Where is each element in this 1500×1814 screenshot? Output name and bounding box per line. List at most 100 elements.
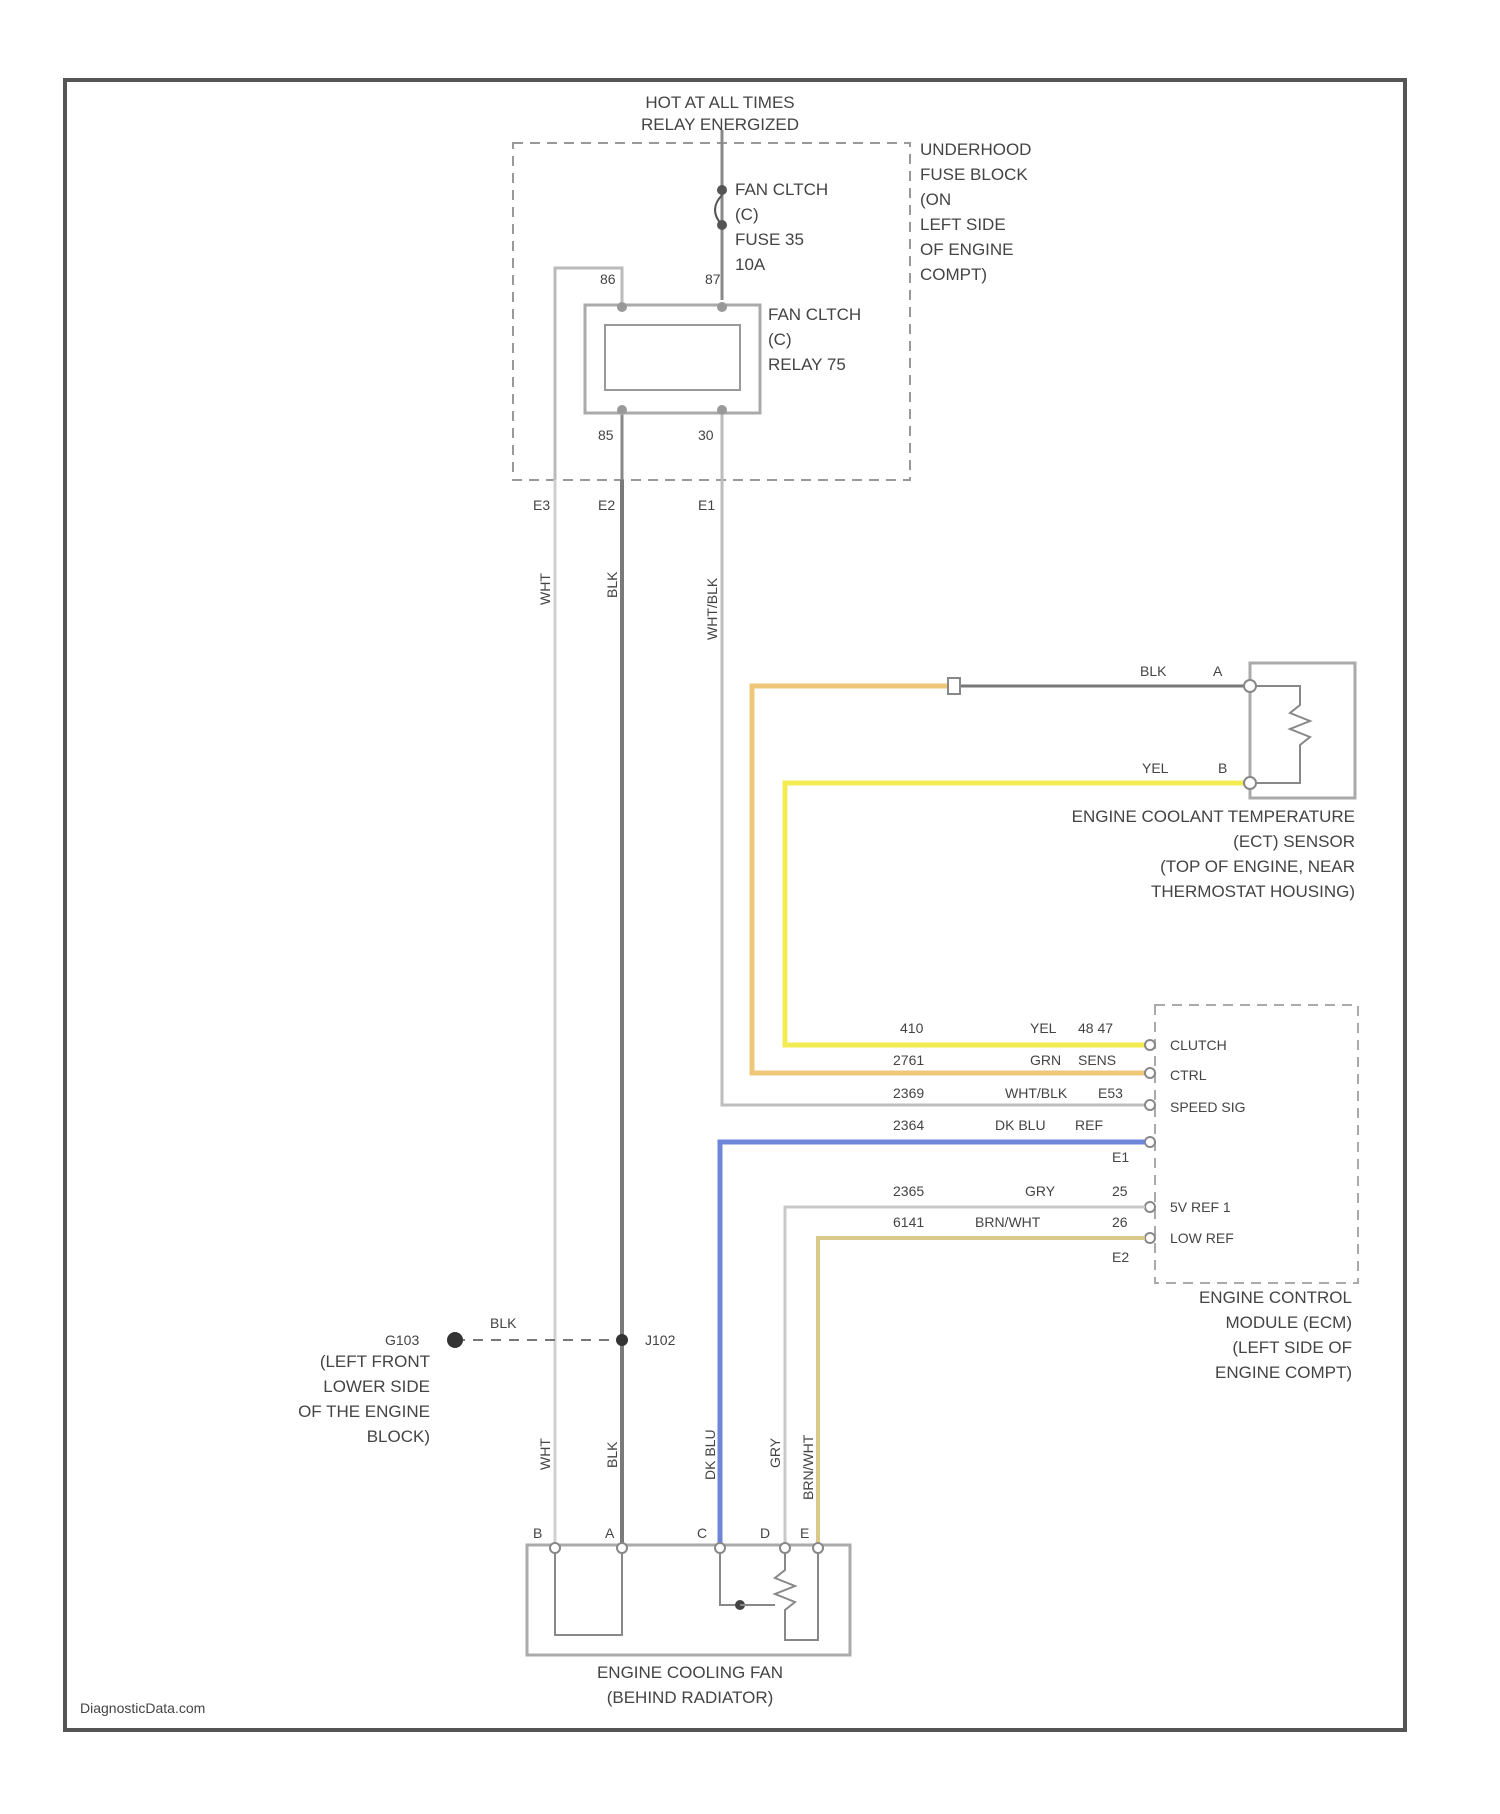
wire-label-dkblu-bottom: DK BLU [702, 1429, 718, 1480]
svg-text:FUSE 35: FUSE 35 [735, 230, 804, 249]
svg-text:RELAY 75: RELAY 75 [768, 355, 846, 374]
splice-id-right: J102 [645, 1332, 676, 1348]
svg-text:ENGINE COMPT): ENGINE COMPT) [1215, 1363, 1352, 1382]
ect-connector-inline [948, 678, 960, 694]
svg-text:LOWER SIDE: LOWER SIDE [323, 1377, 430, 1396]
svg-text:2761: 2761 [893, 1052, 924, 1068]
fan-motor-wiring [555, 1553, 622, 1635]
svg-text:CTRL: CTRL [1170, 1067, 1207, 1083]
svg-text:BRN/WHT: BRN/WHT [975, 1214, 1041, 1230]
ecm-conn-e1: E1 [1112, 1149, 1129, 1165]
svg-text:SENS: SENS [1078, 1052, 1116, 1068]
svg-text:(BEHIND RADIATOR): (BEHIND RADIATOR) [607, 1688, 774, 1707]
svg-text:MODULE (ECM): MODULE (ECM) [1225, 1313, 1352, 1332]
fan-sensor-icon [740, 1553, 818, 1640]
svg-text:GRN: GRN [1030, 1052, 1061, 1068]
fan-pin-e: E [800, 1525, 809, 1541]
wire-label-wht-bottom: WHT [537, 1438, 553, 1470]
svg-text:2365: 2365 [893, 1183, 924, 1199]
relay-label: FAN CLTCH (C) RELAY 75 [768, 305, 861, 374]
relay-pin-87: 87 [705, 271, 721, 287]
splice-j102 [616, 1334, 628, 1346]
svg-text:OF THE ENGINE: OF THE ENGINE [298, 1402, 430, 1421]
header-line-2: RELAY ENERGIZED [641, 115, 799, 134]
svg-text:2364: 2364 [893, 1117, 924, 1133]
svg-text:LOW REF: LOW REF [1170, 1230, 1234, 1246]
svg-text:FAN CLTCH: FAN CLTCH [768, 305, 861, 324]
svg-text:THERMOSTAT HOUSING): THERMOSTAT HOUSING) [1151, 882, 1355, 901]
wire-label-blk-top: BLK [604, 571, 620, 598]
fan-pin-a: A [605, 1525, 615, 1541]
svg-text:(LEFT SIDE OF: (LEFT SIDE OF [1232, 1338, 1352, 1357]
svg-text:26: 26 [1112, 1214, 1128, 1230]
ect-yel-label: YEL [1142, 760, 1169, 776]
ecm-row-lowref: 6141 BRN/WHT 26 LOW REF [893, 1214, 1234, 1246]
header-line-1: HOT AT ALL TIMES [645, 93, 794, 112]
wire-label-whtblk-top: WHT/BLK [704, 577, 720, 640]
svg-text:LEFT SIDE: LEFT SIDE [920, 215, 1006, 234]
ect-pin-b-dot [1244, 777, 1256, 789]
fuse-terminal-top [717, 185, 727, 195]
svg-text:UNDERHOOD: UNDERHOOD [920, 140, 1031, 159]
ect-sensor-label: ENGINE COOLANT TEMPERATURE (ECT) SENSOR … [1072, 807, 1355, 901]
ecm-row-5vref: 2365 GRY 25 5V REF 1 [893, 1183, 1231, 1215]
svg-text:2369: 2369 [893, 1085, 924, 1101]
svg-text:SPEED SIG: SPEED SIG [1170, 1099, 1245, 1115]
wire-label-gry-bottom: GRY [767, 1437, 783, 1468]
ecm-conn-e2: E2 [1112, 1249, 1129, 1265]
ecm-row-ctrl: 2761 GRN SENS CTRL [893, 1052, 1207, 1083]
ecm-row-speed: 2369 WHT/BLK E53 SPEED SIG [893, 1085, 1245, 1115]
ect-blk-label: BLK [1140, 663, 1167, 679]
cooling-fan-box [527, 1545, 850, 1655]
svg-text:(ECT) SENSOR: (ECT) SENSOR [1233, 832, 1355, 851]
svg-text:BLOCK): BLOCK) [367, 1427, 430, 1446]
ground-point-g103 [447, 1332, 463, 1348]
wire-orange-ctrl [752, 686, 1145, 1073]
svg-text:(TOP OF ENGINE, NEAR: (TOP OF ENGINE, NEAR [1160, 857, 1355, 876]
svg-text:(LEFT FRONT: (LEFT FRONT [320, 1352, 430, 1371]
relay-housing [585, 305, 760, 413]
connector-e3: E3 [533, 497, 550, 513]
svg-text:ENGINE CONTROL: ENGINE CONTROL [1199, 1288, 1352, 1307]
svg-text:FUSE BLOCK: FUSE BLOCK [920, 165, 1028, 184]
wire-gry [785, 1207, 1145, 1545]
relay-loop-wire [555, 268, 622, 480]
ect-pin-b: B [1218, 760, 1227, 776]
relay-pin-86: 86 [600, 271, 616, 287]
wire-label-brnwht-bottom: BRN/WHT [800, 1434, 816, 1500]
svg-text:10A: 10A [735, 255, 766, 274]
ecm-row-clutch: 410 YEL 48 47 CLUTCH [900, 1020, 1227, 1053]
ect-sensor-box [1250, 663, 1355, 798]
ground-id-left: G103 [385, 1332, 419, 1348]
svg-text:CLUTCH: CLUTCH [1170, 1037, 1227, 1053]
svg-text:(C): (C) [768, 330, 792, 349]
ground-wire-label: BLK [490, 1315, 517, 1331]
wire-label-blk-bottom: BLK [604, 1441, 620, 1468]
ecm-pin-dots [1145, 1040, 1155, 1243]
svg-text:5V REF 1: 5V REF 1 [1170, 1199, 1231, 1215]
fuse-block-label: UNDERHOOD FUSE BLOCK (ON LEFT SIDE OF EN… [920, 140, 1031, 284]
ect-pin-a-dot [1244, 680, 1256, 692]
fan-clutch-wiring [720, 1553, 740, 1605]
svg-text:YEL: YEL [1030, 1020, 1057, 1036]
svg-text:(ON: (ON [920, 190, 951, 209]
svg-text:COMPT): COMPT) [920, 265, 987, 284]
fuse-label: FAN CLTCH (C) FUSE 35 10A [735, 180, 828, 274]
svg-text:410: 410 [900, 1020, 924, 1036]
svg-text:ENGINE COOLING FAN: ENGINE COOLING FAN [597, 1663, 783, 1682]
watermark: DiagnosticData.com [80, 1700, 205, 1716]
svg-text:OF ENGINE: OF ENGINE [920, 240, 1014, 259]
svg-text:E53: E53 [1098, 1085, 1123, 1101]
cooling-fan-label: ENGINE COOLING FAN (BEHIND RADIATOR) [597, 1663, 783, 1707]
svg-text:GRY: GRY [1025, 1183, 1056, 1199]
relay-coil [605, 325, 740, 390]
ect-pin-a: A [1213, 663, 1223, 679]
wire-label-wht-top: WHT [537, 573, 553, 605]
svg-text:(C): (C) [735, 205, 759, 224]
svg-text:48 47: 48 47 [1078, 1020, 1113, 1036]
fan-pin-b: B [533, 1525, 542, 1541]
svg-text:ENGINE COOLANT TEMPERATURE: ENGINE COOLANT TEMPERATURE [1072, 807, 1355, 826]
svg-text:WHT/BLK: WHT/BLK [1005, 1085, 1068, 1101]
relay-pins [617, 302, 727, 415]
